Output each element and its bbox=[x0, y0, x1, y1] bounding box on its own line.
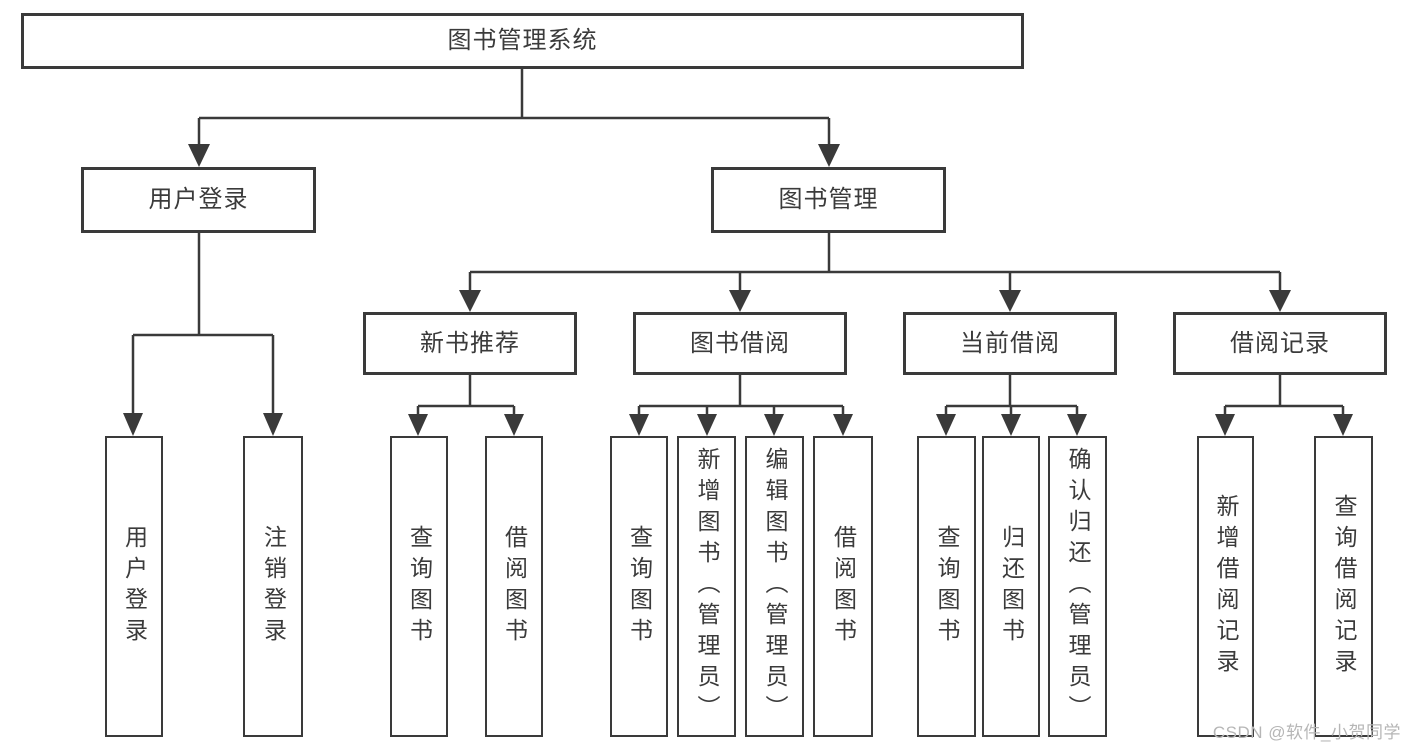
leaf-return-books: 归还图书 bbox=[982, 436, 1040, 737]
node-label: 确认归还（管理员） bbox=[1065, 447, 1091, 726]
node-label: 借阅记录 bbox=[1230, 329, 1330, 357]
leaf-query-books-borrow: 查询图书 bbox=[610, 436, 668, 737]
arrow-icon bbox=[188, 144, 210, 167]
node-label: 新增借阅记录 bbox=[1213, 493, 1239, 680]
arrow-icon bbox=[936, 414, 956, 436]
leaf-borrow-books: 借阅图书 bbox=[813, 436, 873, 737]
arrow-icon bbox=[263, 413, 283, 436]
node-label: 借阅图书 bbox=[830, 524, 857, 649]
csdn-watermark: CSDN @软件_小贺同学 bbox=[1212, 723, 1401, 742]
arrow-icon bbox=[697, 414, 717, 436]
leaf-confirm-return-admin: 确认归还（管理员） bbox=[1048, 436, 1107, 737]
arrow-icon bbox=[764, 414, 784, 436]
node-label: 查询图书 bbox=[934, 524, 960, 649]
arrow-icon bbox=[123, 413, 143, 436]
arrow-icon bbox=[833, 414, 853, 436]
arrow-icon bbox=[1001, 414, 1021, 436]
node-label: 编辑图书（管理员） bbox=[762, 447, 788, 726]
node-label: 借阅图书 bbox=[501, 524, 528, 649]
node-label: 新增图书（管理员） bbox=[694, 447, 720, 726]
node-book-management: 图书管理 bbox=[711, 167, 946, 233]
node-new-book-recommend: 新书推荐 bbox=[363, 312, 577, 375]
node-borrow-records: 借阅记录 bbox=[1173, 312, 1387, 375]
arrow-icon bbox=[999, 290, 1021, 312]
arrow-icon bbox=[818, 144, 840, 167]
leaf-add-borrow-record: 新增借阅记录 bbox=[1197, 436, 1254, 737]
node-label: 查询图书 bbox=[406, 524, 433, 649]
leaf-borrow-books-recommend: 借阅图书 bbox=[485, 436, 543, 737]
node-label: 用户登录 bbox=[148, 186, 249, 213]
node-label: 注销登录 bbox=[260, 524, 287, 649]
node-label: 新书推荐 bbox=[420, 329, 520, 357]
node-current-borrow: 当前借阅 bbox=[903, 312, 1117, 375]
node-label: 图书管理 bbox=[778, 186, 879, 213]
node-label: 查询借阅记录 bbox=[1331, 493, 1357, 680]
leaf-logout: 注销登录 bbox=[243, 436, 303, 737]
node-library-management-system: 图书管理系统 bbox=[21, 13, 1024, 69]
arrow-icon bbox=[1333, 414, 1353, 436]
arrowheads bbox=[123, 144, 1353, 436]
arrow-icon bbox=[459, 290, 481, 312]
leaf-query-books-current: 查询图书 bbox=[917, 436, 976, 737]
leaf-query-borrow-record: 查询借阅记录 bbox=[1314, 436, 1373, 737]
arrow-icon bbox=[629, 414, 649, 436]
node-label: 用户登录 bbox=[121, 524, 148, 649]
node-label: 当前借阅 bbox=[960, 329, 1060, 357]
arrow-icon bbox=[1215, 414, 1235, 436]
arrow-icon bbox=[504, 414, 524, 436]
arrow-icon bbox=[729, 290, 751, 312]
arrow-icon bbox=[408, 414, 428, 436]
arrow-icon bbox=[1067, 414, 1087, 436]
node-label: 图书管理系统 bbox=[447, 27, 598, 54]
leaf-query-books-recommend: 查询图书 bbox=[390, 436, 448, 737]
node-user-login: 用户登录 bbox=[81, 167, 316, 233]
leaf-user-login: 用户登录 bbox=[105, 436, 163, 737]
node-label: 图书借阅 bbox=[690, 329, 790, 357]
node-book-borrow: 图书借阅 bbox=[633, 312, 847, 375]
node-label: 查询图书 bbox=[626, 524, 653, 649]
leaf-edit-books-admin: 编辑图书（管理员） bbox=[745, 436, 804, 737]
arrow-icon bbox=[1269, 290, 1291, 312]
leaf-add-books-admin: 新增图书（管理员） bbox=[677, 436, 736, 737]
node-label: 归还图书 bbox=[998, 524, 1025, 649]
